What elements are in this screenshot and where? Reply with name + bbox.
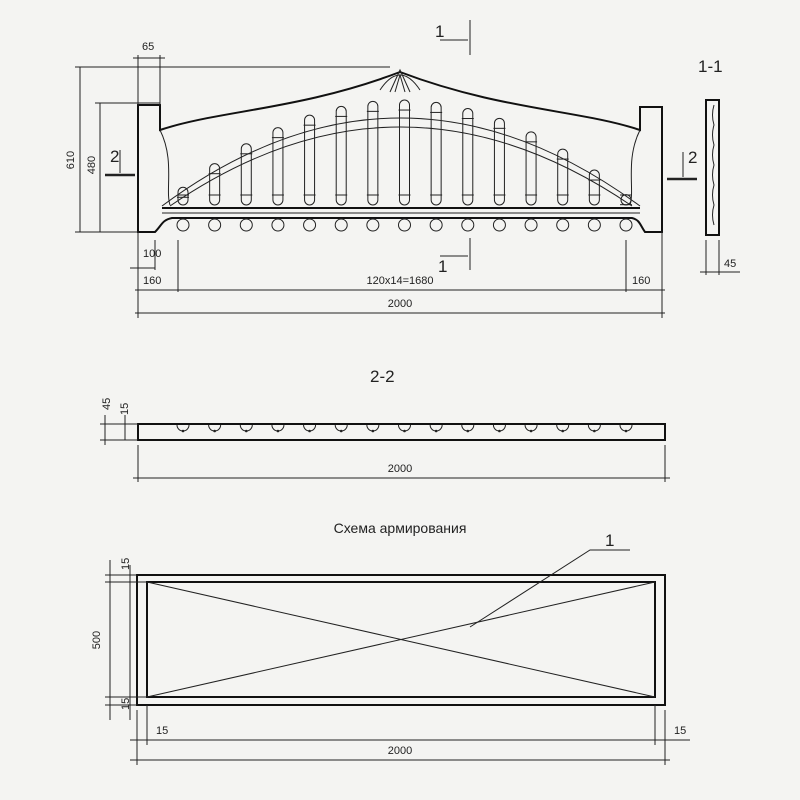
baluster — [399, 99, 410, 206]
dim-total-height: 610 — [65, 151, 77, 169]
dim-base-offset: 100 — [143, 248, 161, 260]
elevation-dimension-lines — [75, 20, 697, 318]
rebar-dot — [403, 429, 406, 433]
section-2-2-cover: 15 — [119, 403, 131, 415]
baluster — [177, 186, 189, 206]
section-2-2-holes — [176, 424, 633, 433]
rebar-frame — [146, 581, 656, 698]
reinforcement-title: Схема армирования — [334, 520, 467, 536]
rebar-dot — [529, 429, 533, 433]
bottom-knob — [461, 218, 475, 232]
baluster — [209, 163, 221, 206]
bottom-knob — [303, 218, 317, 232]
rebar-dot — [244, 429, 248, 433]
baluster — [367, 100, 379, 206]
cut-1-top-label: 1 — [435, 22, 444, 41]
rebar-dot — [498, 429, 501, 433]
dim-left-margin: 160 — [143, 275, 161, 287]
section-2-2 — [100, 415, 670, 482]
arch-inner — [169, 126, 633, 207]
bottom-knobs — [176, 218, 633, 232]
cut-1-bottom-label: 1 — [438, 257, 447, 276]
cut-2-left-label: 2 — [110, 147, 119, 166]
rebar-dot — [339, 429, 343, 433]
dim-length: 2000 — [388, 298, 412, 310]
rebar-dot — [308, 429, 311, 433]
rebar-dot — [276, 429, 280, 433]
callout-label: 1 — [605, 531, 614, 550]
reinforcement-scheme — [105, 549, 690, 765]
baluster — [304, 114, 316, 206]
dim-bottom-cover: 15 — [120, 698, 132, 710]
rebar-dot — [624, 429, 628, 433]
rebar-dot — [434, 429, 438, 433]
rebar-dot — [213, 429, 216, 433]
baluster — [240, 143, 252, 206]
fence-panel-elevation — [137, 68, 663, 233]
palmette-ornament — [379, 68, 421, 93]
dim-right-cover: 15 — [674, 725, 686, 737]
baluster — [335, 105, 347, 206]
section-1-1-thickness: 45 — [724, 258, 736, 270]
section-2-2-title: 2-2 — [370, 367, 395, 386]
rebar-dot — [181, 429, 185, 433]
section-2-2-length: 2000 — [388, 463, 412, 475]
rebar-dot — [371, 429, 375, 433]
arch-outer — [161, 117, 641, 207]
rebar-diagonal-2 — [146, 581, 656, 698]
section-1-1-profile — [705, 99, 720, 236]
balusters — [177, 99, 632, 206]
baluster — [493, 117, 505, 206]
rebar-dot — [593, 429, 596, 433]
bottom-knob — [398, 218, 411, 232]
bottom-knob — [619, 218, 633, 232]
rebar-dot — [561, 429, 565, 433]
dim-top-cover: 15 — [120, 558, 132, 570]
bottom-knob — [524, 218, 538, 232]
bottom-knob — [492, 218, 506, 232]
bottom-knob — [176, 218, 190, 232]
baluster — [462, 108, 474, 206]
dim-left-cover: 15 — [156, 725, 168, 737]
panel-outline — [137, 70, 663, 233]
callout-leader — [469, 549, 630, 628]
dim-right-margin: 160 — [632, 275, 650, 287]
bottom-knob — [271, 218, 285, 232]
cut-2-right-label: 2 — [688, 148, 697, 167]
bottom-knob — [208, 218, 222, 232]
bottom-knob — [587, 218, 601, 232]
baluster — [557, 148, 569, 206]
bottom-knob — [556, 218, 570, 232]
bottom-knob — [239, 218, 253, 232]
dim-length-plan: 2000 — [388, 745, 412, 757]
dim-top-offset: 65 — [142, 41, 154, 53]
section-2-2-thickness: 45 — [101, 398, 113, 410]
section-2-2-profile — [137, 423, 666, 441]
bottom-knob — [429, 218, 443, 232]
bottom-knob — [334, 218, 348, 232]
baluster — [272, 127, 284, 206]
rebar-dot — [466, 429, 470, 433]
bottom-knob — [366, 218, 380, 232]
panel-outline-plan — [136, 574, 666, 706]
baluster — [430, 101, 442, 206]
section-1-1-title: 1-1 — [698, 57, 723, 76]
dim-side-height: 480 — [86, 156, 98, 174]
baluster — [588, 169, 600, 206]
baluster — [525, 131, 537, 206]
dim-height: 500 — [91, 631, 103, 649]
section-1-1 — [700, 99, 740, 275]
dim-pitch: 120x14=1680 — [367, 275, 434, 287]
